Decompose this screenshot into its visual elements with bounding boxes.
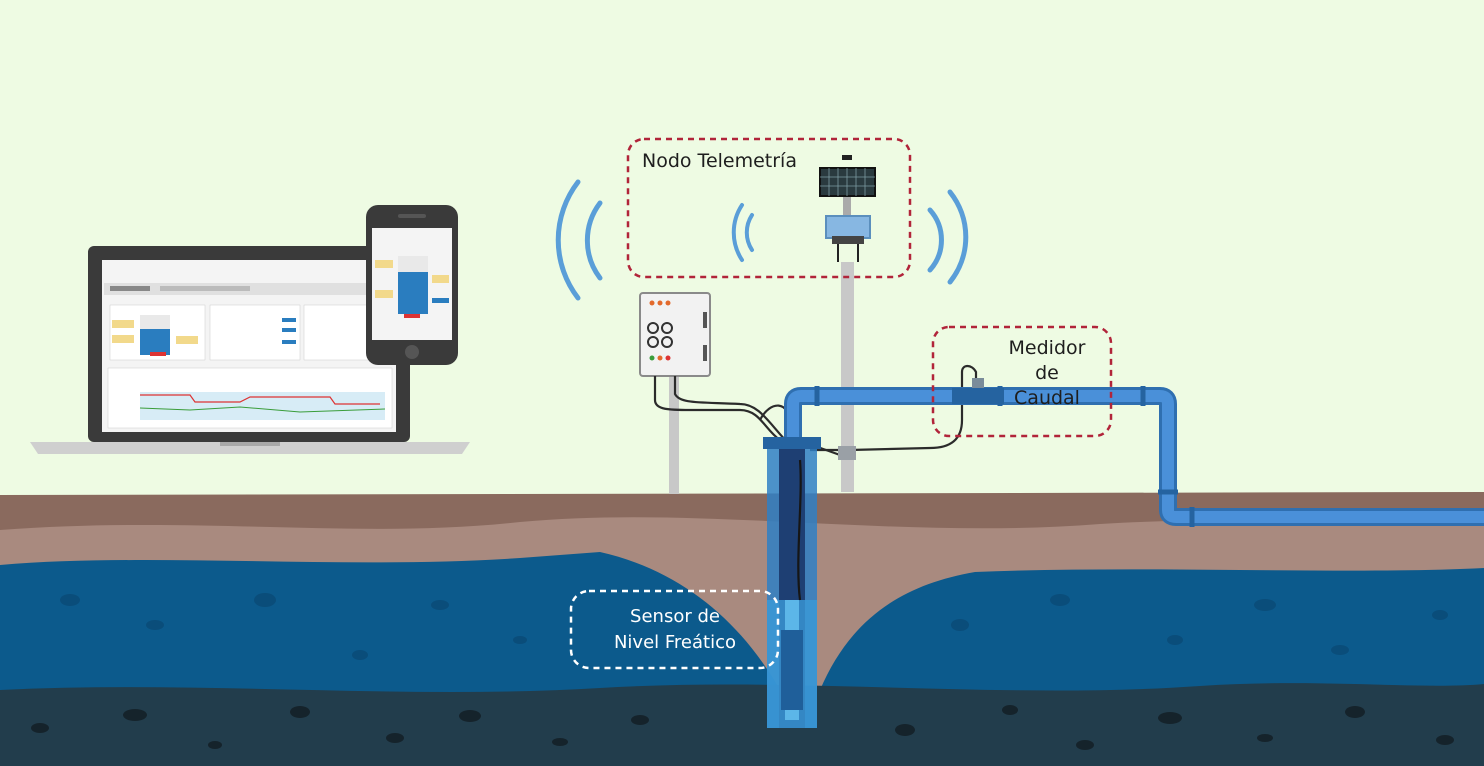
flow-meter-icon [952,364,1004,404]
callout-borders [569,137,1113,670]
flow-meter-label-line1: Medidor [1008,337,1086,359]
bedrock [0,683,1484,766]
pipe [784,386,1484,527]
telemetry-node-label: Nodo Telemetría [642,150,797,172]
flow-meter-callout [931,325,1113,438]
wireless-signal-icon [555,179,969,301]
water-level-sensor-label-line2: Nivel Freático [613,632,737,653]
laptop-icon [30,246,470,454]
water-level-sensor-label-line1: Sensor de [630,606,720,627]
flow-meter-label: Medidor de Caudal [1000,336,1094,411]
water-level-sensor-callout [569,589,780,670]
well-pump-icon [763,437,856,728]
water-level-sensor-label: Sensor de Nivel Freático [586,604,764,656]
flow-meter-label-line2: de Caudal [1014,362,1080,409]
telemetry-node-callout [626,137,912,279]
solar-panel-icon [819,155,876,492]
control-box-icon [639,292,711,494]
smartphone-icon [366,205,458,365]
ground-layers [0,492,1484,766]
